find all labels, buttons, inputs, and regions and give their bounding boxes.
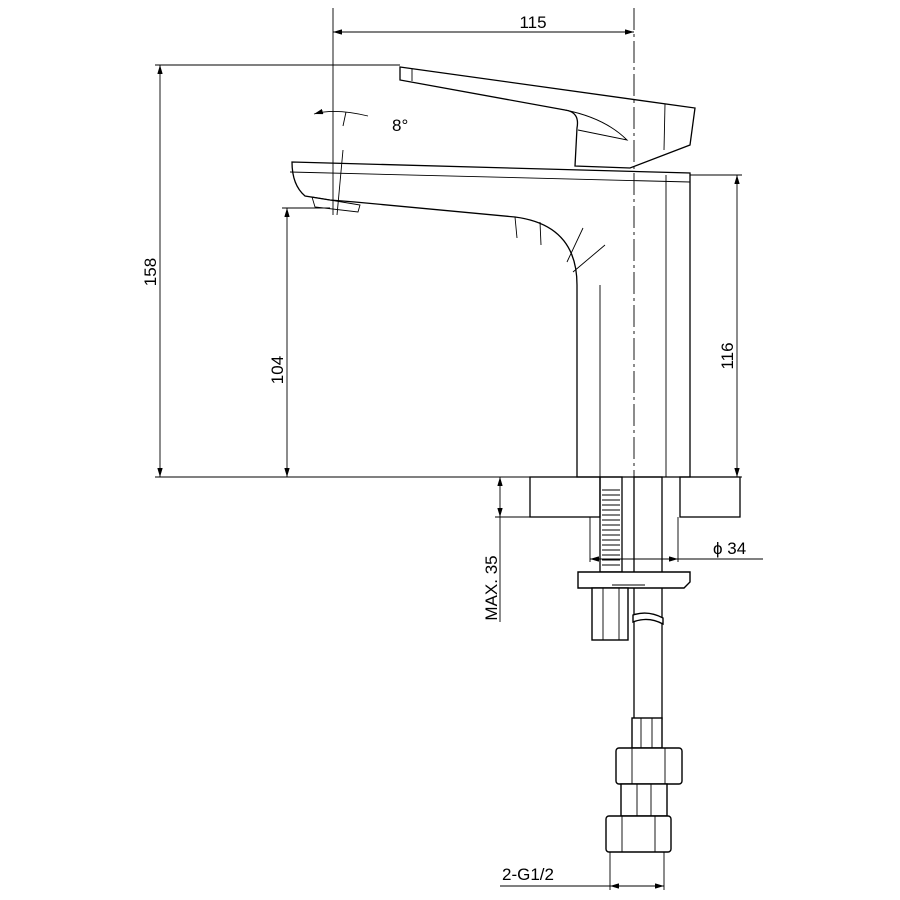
dimension-label-handle-angle: 8° bbox=[392, 116, 408, 135]
mounting-plate bbox=[577, 571, 691, 589]
hose-connector bbox=[605, 717, 683, 853]
dimension-overall-height: 158 bbox=[141, 64, 578, 478]
lever-handle bbox=[399, 66, 696, 169]
deck-section bbox=[495, 476, 741, 518]
flexible-hose bbox=[632, 476, 664, 720]
dimension-label-reach: 115 bbox=[519, 13, 546, 32]
dimension-label-spout-height: 104 bbox=[268, 356, 287, 384]
dimension-hole-diameter: ϕ 34 bbox=[589, 517, 763, 562]
dimension-label-hole-diameter: ϕ 34 bbox=[713, 539, 746, 558]
tap-body bbox=[289, 161, 691, 478]
dimension-spout-height: 104 bbox=[268, 207, 330, 477]
dimension-max-deck-thickness: MAX. 35 bbox=[482, 477, 503, 622]
dimension-connection-thread: 2-G1/2 bbox=[500, 852, 665, 890]
dimension-label-overall-height: 158 bbox=[141, 258, 160, 286]
mounting-nut bbox=[591, 587, 629, 641]
dimension-label-max-deck: MAX. 35 bbox=[482, 555, 501, 620]
dimension-label-body-height: 116 bbox=[718, 342, 737, 369]
aerator bbox=[311, 196, 361, 213]
dimension-label-connection-thread: 2-G1/2 bbox=[502, 865, 554, 884]
threaded-rod bbox=[599, 476, 623, 573]
dimension-handle-angle: 8° bbox=[313, 108, 408, 216]
dimension-body-height: 116 bbox=[690, 174, 742, 478]
